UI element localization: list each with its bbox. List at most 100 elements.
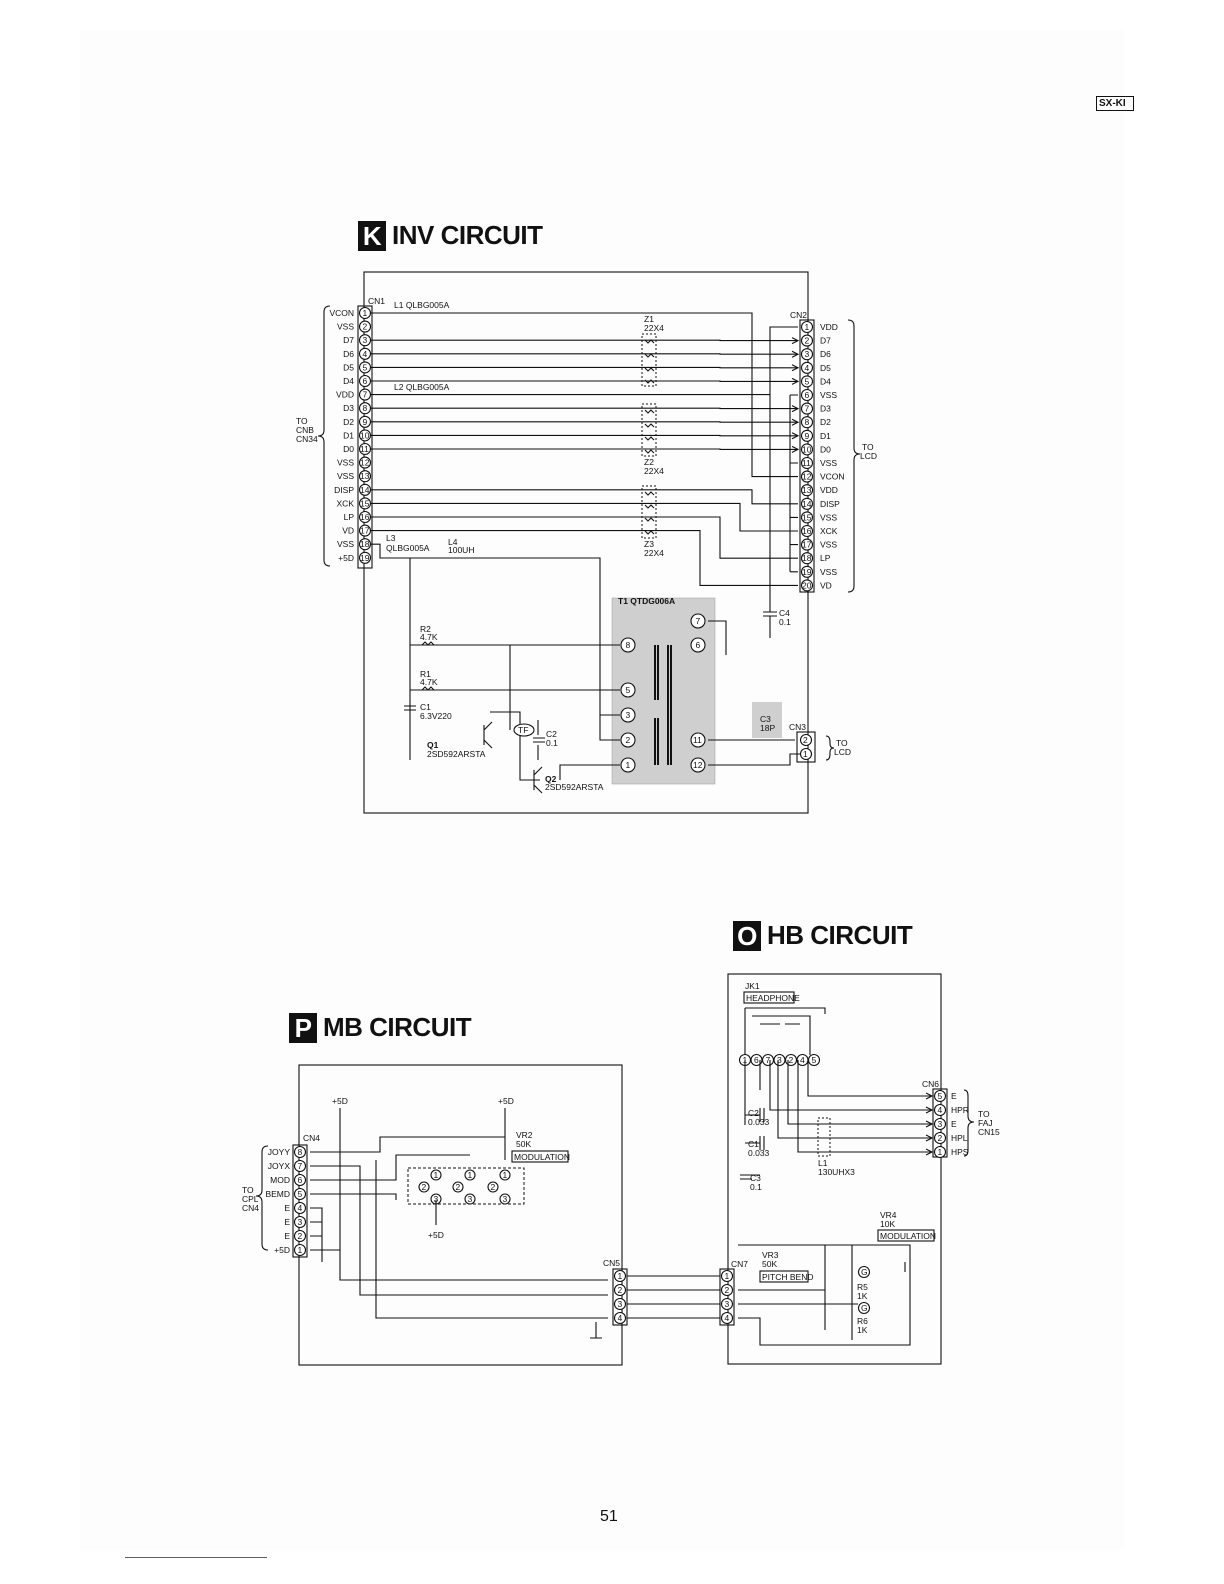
inv-t1-label: T1 QTDG006A xyxy=(618,596,675,606)
mb-pot-pin-1 xyxy=(430,1169,442,1181)
hb-r5-value: 1K xyxy=(857,1291,868,1301)
mb-cn4-pin-1 xyxy=(293,1243,307,1257)
inv-r1-resistor-icon xyxy=(421,686,435,691)
inv-c3-shaded-area xyxy=(752,702,782,738)
inv-circuit-title: K INV CIRCUIT xyxy=(358,220,543,251)
inv-vdd-wire xyxy=(371,326,798,598)
hb-vr4-label: VR4 xyxy=(880,1210,897,1220)
inv-cn2-pin-label: VCON xyxy=(820,472,845,482)
hb-cn7-pin-1-number: 1 xyxy=(725,1271,730,1281)
inv-cn1-pin-label: VSS xyxy=(337,458,354,468)
inv-to-cn3-1: TO xyxy=(836,738,848,748)
hb-jk1-label: JK1 xyxy=(745,981,760,991)
inv-cn2-pin-label: VDD xyxy=(820,485,838,495)
inv-cn1-pin-15 xyxy=(358,497,372,510)
inv-cn2-pin-1-number: 1 xyxy=(805,322,810,332)
inv-cn2-pin-7-number: 7 xyxy=(805,404,810,414)
mb-pot-pin-2 xyxy=(418,1181,430,1193)
inv-l4-value: 100UH xyxy=(448,545,474,555)
inv-cn2-pin-15 xyxy=(800,511,814,524)
inv-cn1-pin-5 xyxy=(358,361,372,374)
hb-cn7-pin-4-number: 4 xyxy=(725,1313,730,1323)
mb-cn4-brace xyxy=(255,1145,269,1251)
inv-arrow-icon xyxy=(791,418,800,426)
hb-cn6-pin-2-number: 2 xyxy=(938,1133,943,1143)
inv-cn2-pin-label: VSS xyxy=(820,540,837,550)
inv-arrow-icon xyxy=(791,364,800,372)
inv-tf-marker xyxy=(513,723,535,737)
inv-cn1-pin-label: VD xyxy=(342,526,354,536)
inv-cn2-pin-2 xyxy=(800,334,814,347)
mb-cn4-pin-label: BEMD xyxy=(265,1189,290,1199)
hb-cn7-pin-3-number: 3 xyxy=(725,1299,730,1309)
inv-t1-pin-6 xyxy=(690,637,706,653)
inv-left-brace xyxy=(317,305,331,567)
hb-cn7-body xyxy=(719,1268,735,1326)
inv-z3-value: 22X4 xyxy=(644,548,664,558)
hb-cn7-pin-2-number: 2 xyxy=(725,1285,730,1295)
hb-vr3-name: PITCH BEND xyxy=(762,1272,813,1282)
inv-cn1-pin-3-number: 3 xyxy=(363,335,368,345)
inv-cn1-pin-9-number: 9 xyxy=(363,417,368,427)
inv-circuit: 1VCON2VSS3D74D65D56D47VDD8D39D210D111D01… xyxy=(296,271,877,814)
inv-cn1-pin-14-number: 14 xyxy=(360,485,370,495)
inv-q2-label: Q2 xyxy=(545,774,557,784)
hb-jack-pin-7-number: 7 xyxy=(766,1055,771,1065)
hb-jack-pin-6-number: 6 xyxy=(754,1055,759,1065)
inv-cn2-pin-5 xyxy=(800,375,814,388)
mb-cn5-pin-4 xyxy=(613,1311,627,1325)
inv-cn1-pin-label: DISP xyxy=(334,485,354,495)
hb-cn6-pin-2 xyxy=(933,1131,947,1145)
inv-cn1-pin-18-number: 18 xyxy=(360,539,370,549)
inv-z1-array xyxy=(641,333,657,387)
hb-c3-label: C3 xyxy=(750,1173,761,1183)
mb-cn4-pin-3 xyxy=(293,1215,307,1229)
inv-cn1-pin-label: D7 xyxy=(343,335,354,345)
mb-cn4-pin-label: E xyxy=(284,1231,290,1241)
inv-control-wire xyxy=(371,502,798,532)
mb-cn4-body xyxy=(292,1144,308,1258)
mb-pot-pin-3 xyxy=(464,1193,476,1205)
inv-cn1-pin-11-number: 11 xyxy=(360,444,369,454)
hb-cn6-pin-label: HPR xyxy=(951,1105,969,1115)
inv-to-cn3-2: LCD xyxy=(834,747,851,757)
hb-g-mark-2-text: G xyxy=(861,1303,868,1313)
inv-cn2-pin-20 xyxy=(800,579,814,592)
hb-c2-value: 0.033 xyxy=(748,1117,770,1127)
page-number: 51 xyxy=(600,1508,618,1525)
inv-cn1-pin-18 xyxy=(358,538,372,551)
inv-cn1-pin-label: D5 xyxy=(343,362,354,372)
mb-pot-pin-1 xyxy=(499,1169,511,1181)
inv-c1-capacitor xyxy=(404,705,416,711)
inv-cn1-pin-17-number: 17 xyxy=(360,526,370,536)
inv-to-left-2: CNB xyxy=(296,425,314,435)
inv-cn2-pin-18-number: 18 xyxy=(802,553,812,563)
inv-q1-transistor-icon xyxy=(483,721,493,749)
inv-t1-pin-12-number: 12 xyxy=(693,760,703,770)
inv-t1-pin-12 xyxy=(690,757,706,773)
inv-cn1-pin-label: D0 xyxy=(343,444,354,454)
hb-vr3-box xyxy=(759,1270,809,1283)
inv-cn2-pin-label: D1 xyxy=(820,431,831,441)
inv-t1-pin-7 xyxy=(690,613,706,629)
inv-cn1-pin-1-number: 1 xyxy=(363,308,368,318)
inv-cn3-label: CN3 xyxy=(789,722,806,732)
mb-cn4-pin-5-number: 5 xyxy=(298,1189,303,1199)
hb-cn6-pin-label: HPL xyxy=(951,1133,968,1143)
inv-cn3-connector xyxy=(796,731,816,763)
inv-cn2-pin-label: D2 xyxy=(820,417,831,427)
inv-cn1-pin-11 xyxy=(358,442,372,456)
inv-t1-pin-5 xyxy=(620,682,636,698)
hb-cn6-pin-label: E xyxy=(951,1119,957,1129)
inv-cn1-pin-12-number: 12 xyxy=(360,458,370,468)
inv-t1-pin-7-number: 7 xyxy=(696,616,701,626)
hb-jack-body xyxy=(744,1007,826,1060)
inv-cn3-pin-1 xyxy=(799,747,813,761)
inv-q1-value: 2SD592ARSTA xyxy=(427,749,486,759)
inv-cn1-pin-2-number: 2 xyxy=(363,322,368,332)
mb-joystick-block xyxy=(407,1167,525,1205)
inv-cn1-pin-8 xyxy=(358,402,372,415)
mb-pot-pin-2-number: 2 xyxy=(456,1182,461,1192)
mb-cn4-pin-3-number: 3 xyxy=(298,1217,303,1227)
inv-t1-pin-3-number: 3 xyxy=(626,710,631,720)
